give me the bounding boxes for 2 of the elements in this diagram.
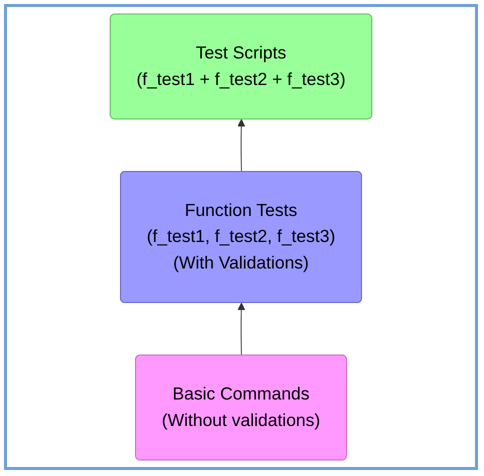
arrow [237, 119, 246, 172]
arrow [237, 302, 246, 356]
